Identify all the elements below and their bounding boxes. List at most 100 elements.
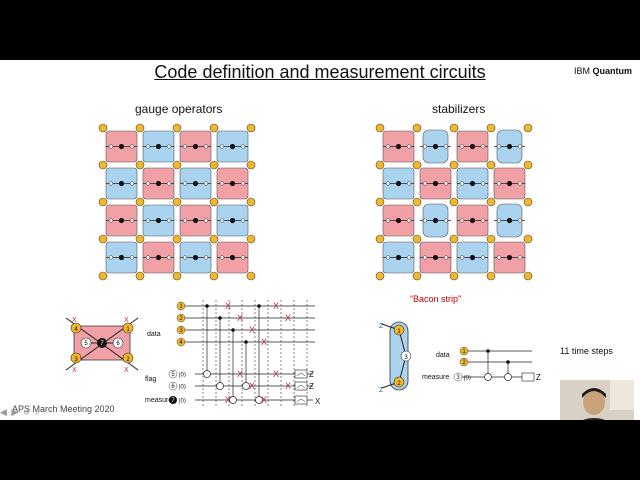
flag-qubit	[496, 218, 502, 223]
measurement-meter	[521, 372, 535, 382]
data-qubit	[135, 197, 145, 207]
cnot-control	[218, 316, 222, 320]
circuit-data-qubit	[176, 313, 186, 323]
ancilla-qubit	[395, 254, 402, 261]
plaq-node-6: 6	[116, 341, 120, 347]
data-qubit	[449, 271, 459, 281]
flag-qubit	[182, 181, 188, 186]
flag-qubit	[108, 218, 114, 223]
data-qubit	[523, 160, 533, 170]
stab-node-1: 1	[397, 329, 401, 335]
x-error-propagation: X	[285, 381, 291, 391]
flag-qubit	[459, 218, 465, 223]
flag-qubit	[480, 144, 486, 149]
ancilla-qubit	[506, 180, 513, 187]
data-qubit	[486, 271, 496, 281]
flag-qubit	[406, 144, 412, 149]
measurement-meter	[294, 395, 308, 405]
data-qubit	[375, 271, 385, 281]
ancilla-qubit	[469, 180, 476, 187]
flag-qubit	[203, 218, 209, 223]
brand-quantum: Quantum	[592, 66, 633, 76]
x-error-propagation: X	[237, 369, 243, 379]
ibm-quantum-logo: IBM Quantum	[574, 66, 632, 76]
plaq-node-7: 7	[100, 341, 104, 347]
measure-z-label: Z	[309, 382, 314, 391]
data-qubit	[172, 197, 182, 207]
flag-qubit	[129, 144, 135, 149]
plaq-x-tr: X	[124, 317, 129, 324]
flag-qubit	[517, 181, 523, 186]
circuit-measure-qubit	[169, 396, 177, 404]
data-qubit	[135, 271, 145, 281]
ancilla-qubit	[469, 254, 476, 261]
data-qubit	[449, 197, 459, 207]
cnot-control	[244, 340, 248, 344]
flag-qubit	[459, 144, 465, 149]
rmeasure-z-label: Z	[536, 373, 541, 382]
flag-qubit	[443, 144, 449, 149]
data-qubit	[135, 234, 145, 244]
cnot-target	[504, 373, 512, 381]
data-qubit	[412, 234, 422, 244]
stabilizer-plaquette-diagram: 1 3 2 Z Z	[379, 321, 412, 394]
data-qubit	[412, 197, 422, 207]
flag-qubit	[166, 144, 172, 149]
flag-qubit	[480, 181, 486, 186]
x-error-propagation: X	[225, 301, 231, 311]
ancilla-qubit	[192, 143, 199, 150]
plaq-node-3: 3	[74, 357, 78, 363]
ancilla-qubit	[229, 217, 236, 224]
data-qubit	[523, 123, 533, 133]
flag-qubit	[517, 218, 523, 223]
meter-arc	[296, 399, 306, 403]
flag-qubit	[496, 181, 502, 186]
flag-qubit	[166, 255, 172, 260]
flag-qubit	[385, 218, 391, 223]
ancilla-qubit	[229, 180, 236, 187]
ancilla-qubit	[155, 217, 162, 224]
flag-qubit	[406, 181, 412, 186]
flag-qubit	[219, 255, 225, 260]
cnot-target	[242, 382, 250, 390]
flag-qubit	[406, 218, 412, 223]
flag-qubit	[422, 255, 428, 260]
circuit-flag-ket0: |0⟩	[179, 384, 186, 391]
measurement-meter	[294, 369, 308, 379]
data-qubit	[486, 234, 496, 244]
flag-qubit	[203, 255, 209, 260]
meter-arc	[296, 373, 306, 377]
data-qubit	[375, 160, 385, 170]
x-error-propagation: X	[285, 313, 291, 323]
stabilizer-lattice	[375, 123, 533, 281]
circuit-measure-ket0: |0⟩	[179, 398, 186, 405]
flag-qubit	[182, 144, 188, 149]
gauge-plaquette-diagram: 4 1 5 7 6 3 2 X X X X	[65, 317, 139, 374]
data-qubit	[412, 271, 422, 281]
gauge-measurement-circuit: dataflagmeasure12345|0⟩6|0⟩7|0⟩XXXXXXXXX…	[145, 300, 321, 408]
cnot-target	[216, 382, 224, 390]
cnot-control	[486, 349, 490, 353]
x-error-propagation: X	[249, 325, 255, 335]
circuit-flag-qubit-label: 5	[171, 372, 175, 378]
flag-qubit	[496, 255, 502, 260]
rcircuit-data-qubit	[459, 346, 469, 356]
x-error-propagation: X	[225, 395, 231, 405]
cnot-control	[506, 360, 510, 364]
flag-qubit	[422, 144, 428, 149]
data-qubit	[209, 197, 219, 207]
circuit-flag-ket0: |0⟩	[179, 372, 186, 379]
circuit-measure-label: measure	[145, 397, 172, 404]
cnot-target	[229, 396, 237, 404]
flag-qubit	[203, 144, 209, 149]
circuit-measure-qubit-label: 7	[171, 398, 175, 404]
flag-qubit	[240, 144, 246, 149]
data-qubit	[209, 123, 219, 133]
ancilla-qubit	[506, 143, 513, 150]
flag-qubit	[182, 218, 188, 223]
data-qubit	[172, 123, 182, 133]
slide-nav-controls[interactable]: ◀ ▶ ↺ ⌕	[0, 407, 41, 417]
rcircuit-data-label: data	[436, 352, 450, 359]
circuit-flag-qubit-label: 6	[171, 384, 175, 390]
